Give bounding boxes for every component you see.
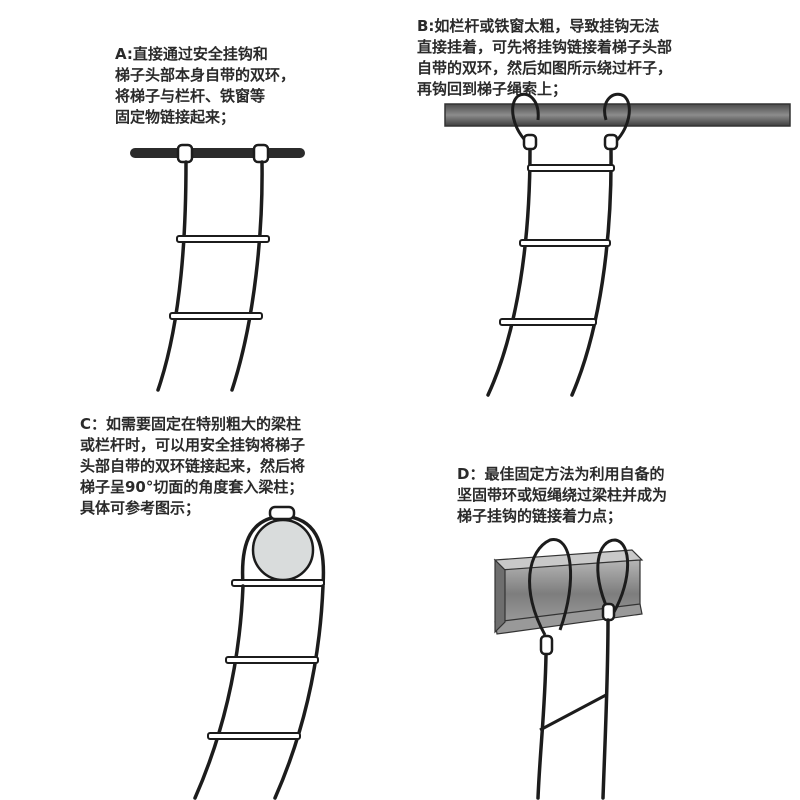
caption-a-line-3: 将梯子与栏杆、铁窗等 [115, 87, 266, 105]
illustration-a [130, 143, 305, 392]
rope-left [156, 160, 188, 392]
illustration-b [444, 92, 791, 397]
rope-right [601, 618, 610, 800]
caption-b-line-4: 再钩回到梯子绳索上； [417, 80, 568, 98]
rope-left [486, 148, 532, 397]
panel-d: D：最佳固定方法为利用自备的 坚固带环或短绳绕过梁柱并成为 梯子挂钩的链接着力点… [400, 400, 800, 800]
rung-1 [527, 164, 615, 172]
caption-d-line-2: 坚固带环或短绳绕过梁柱并成为 [457, 486, 668, 504]
rung-2 [207, 732, 301, 740]
panel-b: B:如栏杆或铁窗太粗，导致挂钩无法 直接挂着，可先将挂钩链接着梯子头部 自带的双… [400, 0, 800, 400]
caption-c: C：如需要固定在特别粗大的梁柱 或栏杆时，可以用安全挂钩将梯子 头部自带的双环链… [80, 414, 305, 519]
i-beam-end-face [494, 558, 506, 634]
sling-right [596, 538, 630, 613]
illustration-c [193, 505, 326, 800]
caption-b-line-1: B:如栏杆或铁窗太粗，导致挂钩无法 [417, 17, 660, 35]
rung-1 [176, 235, 270, 243]
hook-ring-right [252, 143, 270, 164]
caption-a-line-4: 固定物链接起来； [115, 108, 236, 126]
rung-3 [499, 318, 597, 326]
loop-right [603, 92, 631, 147]
rope-right [273, 584, 325, 800]
caption-c-line-5: 具体可参考图示； [80, 499, 201, 517]
caption-c-line-2: 或栏杆时，可以用安全挂钩将梯子 [80, 436, 306, 454]
pillar-cross-section [251, 518, 315, 582]
hook-right [601, 602, 616, 622]
caption-d: D：最佳固定方法为利用自备的 坚固带环或短绳绕过梁柱并成为 梯子挂钩的链接着力点… [457, 464, 667, 527]
hook-left [522, 133, 538, 151]
caption-c-line-4: 梯子呈90°切面的角度套入梁柱； [80, 478, 304, 496]
caption-b: B:如栏杆或铁窗太粗，导致挂钩无法 直接挂着，可先将挂钩链接着梯子头部 自带的双… [417, 16, 672, 100]
caption-a-line-2: 梯子头部本身自带的双环， [115, 66, 296, 84]
hook-left [539, 634, 554, 656]
rung-1 [225, 656, 319, 664]
caption-a: A:直接通过安全挂钩和 梯子头部本身自带的双环， 将梯子与栏杆、铁窗等 固定物链… [115, 44, 295, 128]
caption-b-line-2: 直接挂着，可先将挂钩链接着梯子头部 [417, 38, 673, 56]
rung-2 [519, 239, 611, 247]
panel-a: A:直接通过安全挂钩和 梯子头部本身自带的双环， 将梯子与栏杆、铁窗等 固定物链… [0, 0, 400, 400]
rope-left [193, 584, 245, 800]
sling-left [528, 538, 573, 636]
hook-right [603, 133, 619, 151]
rope-right [570, 148, 613, 397]
rung-top [231, 579, 325, 587]
caption-a-line-1: A:直接通过安全挂钩和 [115, 45, 268, 63]
caption-d-line-1: D：最佳固定方法为利用自备的 [457, 465, 665, 483]
caption-b-line-3: 自带的双环，然后如图所示绕过杆子， [417, 59, 673, 77]
thick-bar [444, 103, 791, 127]
illustration-d [493, 538, 644, 800]
caption-d-line-3: 梯子挂钩的链接着力点； [457, 507, 623, 525]
caption-c-line-3: 头部自带的双环链接起来，然后将 [80, 457, 306, 475]
top-ring [268, 505, 296, 521]
caption-c-line-1: C：如需要固定在特别粗大的梁柱 [80, 415, 302, 433]
loop-left [511, 92, 540, 147]
rung-1 [539, 693, 607, 732]
rung-2 [169, 312, 263, 320]
hook-ring-left [176, 143, 194, 164]
rope-right [230, 160, 264, 392]
panel-c: C：如需要固定在特别粗大的梁柱 或栏杆时，可以用安全挂钩将梯子 头部自带的双环链… [0, 400, 400, 800]
